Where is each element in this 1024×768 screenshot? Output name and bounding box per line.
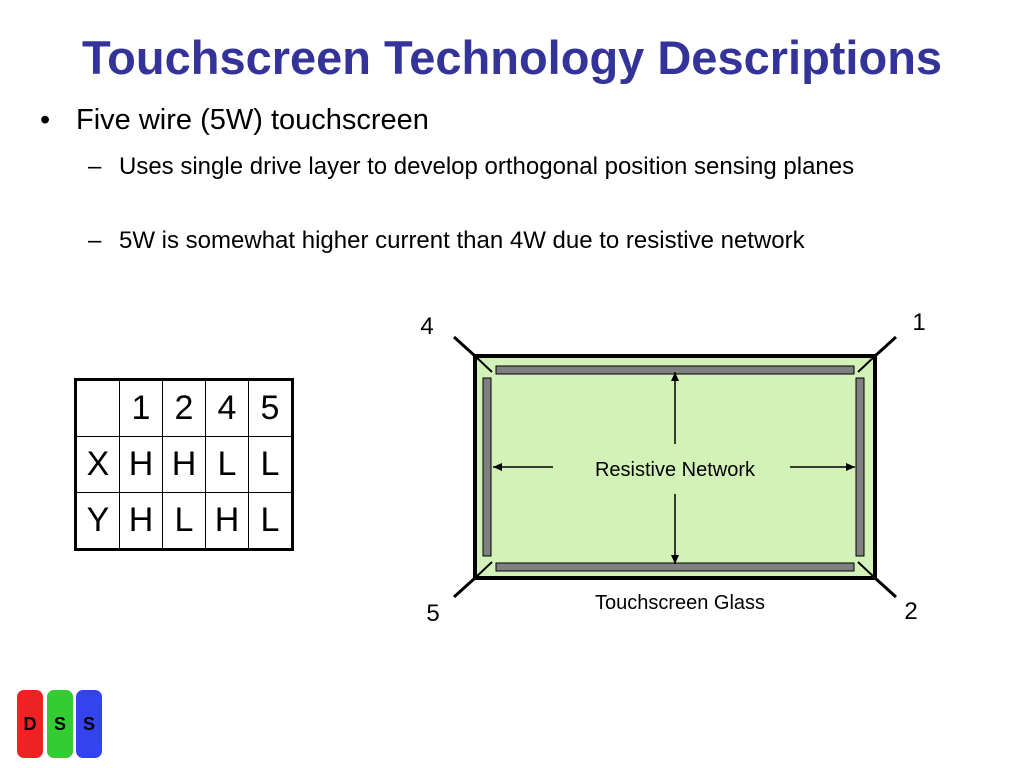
sub-bullet-2: – 5W is somewhat higher current than 4W …	[88, 224, 968, 257]
corner-wire-2	[873, 576, 898, 599]
bullet-main: • Five wire (5W) touchscreen	[40, 104, 429, 137]
table-cell: H	[119, 436, 163, 493]
table-cell: 5	[248, 379, 293, 437]
corner-label-2: 2	[904, 598, 917, 625]
sub-bullet-1-text: Uses single drive layer to develop ortho…	[119, 153, 855, 180]
corner-label-4: 4	[420, 313, 433, 340]
corner-link	[857, 561, 876, 579]
sub-bullet-2-text: 5W is somewhat higher current than 4W du…	[119, 227, 805, 254]
table-cell: L	[248, 492, 293, 550]
table-cell: L	[248, 436, 293, 493]
corner-link	[474, 561, 493, 579]
table-cell: H	[119, 492, 163, 550]
logo-block-d: D	[17, 690, 43, 758]
corner-link	[474, 355, 493, 373]
corner-wire-4	[452, 335, 477, 358]
table-row: X H H L L	[75, 436, 293, 493]
resistive-bar-right	[855, 377, 865, 557]
table-cell: H	[205, 492, 249, 550]
resistive-network-label: Resistive Network	[595, 459, 756, 481]
dash-mark: –	[88, 153, 102, 180]
corner-label-1: 1	[912, 309, 925, 336]
table-cell: 2	[162, 379, 206, 437]
table-header-row: 1 2 4 5	[75, 379, 293, 437]
resistive-bar-left	[482, 377, 492, 557]
dss-logo: D S S	[17, 690, 103, 760]
corner-link	[857, 355, 876, 373]
table-cell: 4	[205, 379, 249, 437]
touchscreen-glass-label: Touchscreen Glass	[595, 592, 765, 614]
table-cell: H	[162, 436, 206, 493]
logo-block-s1: S	[47, 690, 73, 758]
bullet-main-text: Five wire (5W) touchscreen	[76, 104, 429, 136]
dash-mark: –	[88, 227, 102, 254]
resistive-bar-bottom	[495, 562, 855, 572]
sub-bullet-1: – Uses single drive layer to develop ort…	[88, 150, 918, 183]
truth-table: 1 2 4 5 X H H L L Y H L H L	[74, 378, 294, 551]
table-cell: Y	[75, 492, 120, 550]
table-row: Y H L H L	[75, 492, 293, 550]
bullet-dot: •	[40, 104, 51, 136]
logo-block-s2: S	[76, 690, 102, 758]
table-cell: L	[205, 436, 249, 493]
corner-wire-5	[452, 576, 477, 599]
corner-label-5: 5	[426, 600, 439, 627]
slide-title: Touchscreen Technology Descriptions	[81, 31, 943, 84]
corner-wire-1	[873, 335, 898, 358]
